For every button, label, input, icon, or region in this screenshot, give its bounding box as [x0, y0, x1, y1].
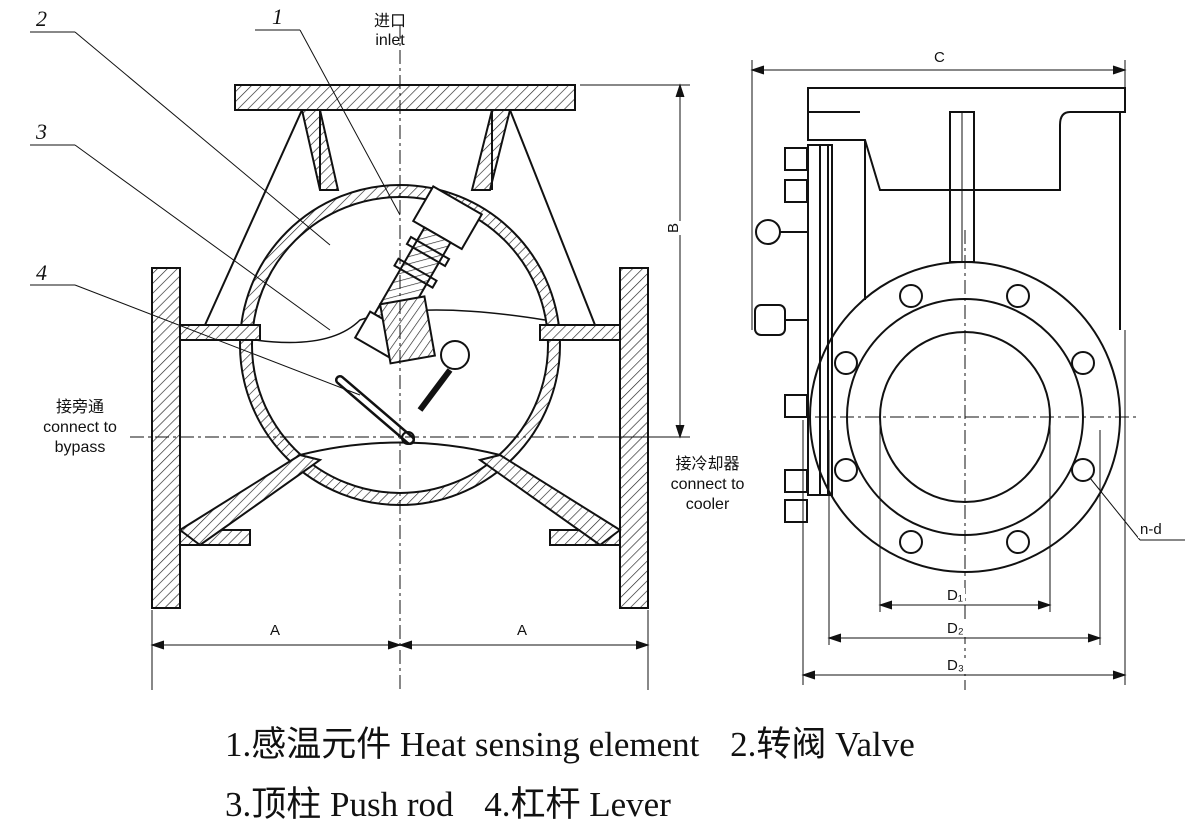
bypass-label-en-1: connect to	[43, 419, 117, 436]
legend-line-2: 3.顶柱 Push rod 4.杠杆 Lever	[225, 785, 693, 825]
cooler-label-cn: 接冷却器	[675, 456, 740, 473]
inlet-label-en: inlet	[375, 32, 405, 49]
inlet-label-cn: 进口	[373, 13, 406, 30]
callout-2: 2	[36, 6, 47, 31]
bypass-label: 接旁通 connect to bypass	[20, 398, 140, 458]
legend-item-lever: 4.杠杆 Lever	[484, 785, 671, 824]
front-section-view	[30, 25, 690, 690]
cooler-label-en-1: connect to	[670, 476, 745, 493]
legend-item-heat-sensing-element: 1.感温元件 Heat sensing element	[225, 725, 700, 764]
dimension-d2: D₂	[945, 620, 966, 637]
cooler-label-en-2: cooler	[685, 496, 730, 513]
callout-1: 1	[272, 4, 283, 29]
bypass-label-en-2: bypass	[54, 439, 106, 456]
callout-4: 4	[36, 260, 47, 285]
cooler-label: 接冷却器 connect to cooler	[650, 455, 765, 515]
legend-line-1: 1.感温元件 Heat sensing element 2.转阀 Valve	[225, 725, 937, 765]
dimension-d3: D₃	[945, 657, 966, 674]
dimension-c: C	[932, 49, 947, 66]
side-view	[750, 60, 1185, 690]
legend-item-push-rod: 3.顶柱 Push rod	[225, 785, 454, 824]
callout-3: 3	[36, 119, 47, 144]
dimension-nd: n-d	[1138, 521, 1164, 538]
dimension-d1: D₁	[945, 587, 965, 604]
dimension-a-left: A	[268, 622, 283, 639]
dimension-a-right: A	[515, 622, 530, 639]
bypass-label-cn: 接旁通	[55, 399, 104, 416]
valve-drawing	[30, 25, 1185, 690]
legend-item-valve: 2.转阀 Valve	[730, 725, 915, 764]
inlet-label: 进口 inlet	[355, 12, 425, 50]
dimension-b: B	[665, 220, 683, 236]
